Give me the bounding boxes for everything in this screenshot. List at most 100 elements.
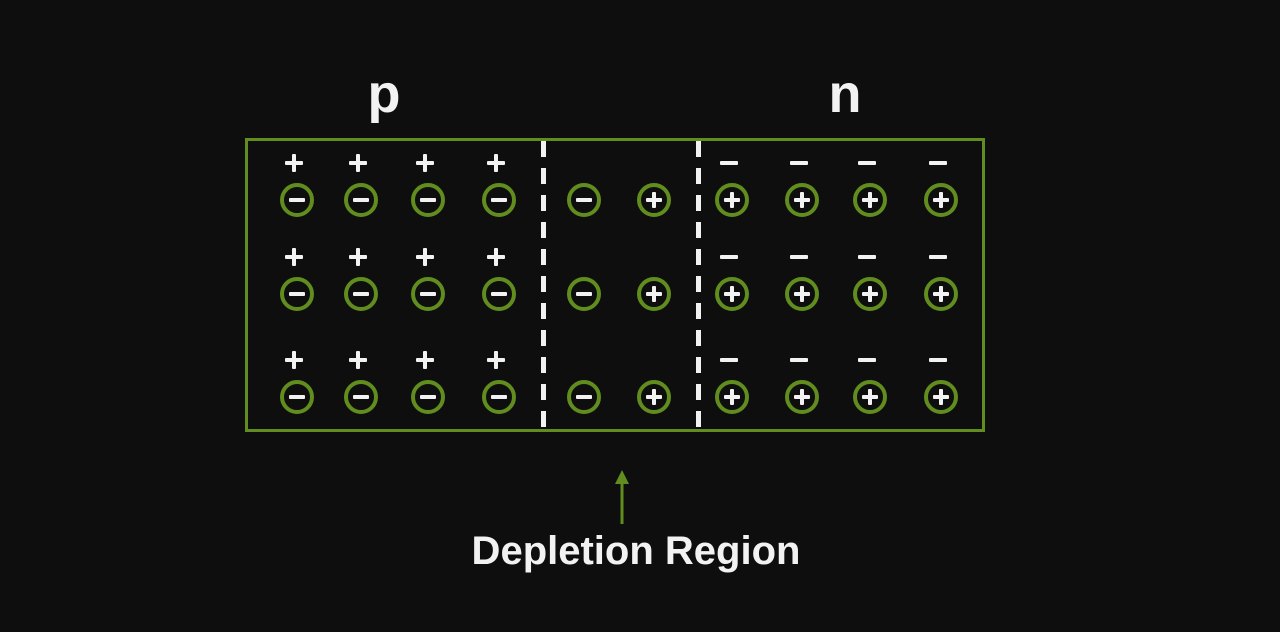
negative-ion-circle — [280, 380, 314, 414]
minus-glyph — [289, 198, 305, 202]
hole-marker — [284, 247, 304, 267]
minus-glyph — [420, 395, 436, 399]
plus-glyph — [939, 389, 943, 405]
plus-glyph — [868, 389, 872, 405]
negative-ion-circle — [344, 277, 378, 311]
positive-ion-circle — [715, 380, 749, 414]
negative-ion-circle — [411, 380, 445, 414]
plus-glyph — [730, 389, 734, 405]
minus-glyph — [420, 292, 436, 296]
plus-glyph — [292, 248, 296, 266]
positive-ion-circle — [924, 183, 958, 217]
minus-glyph — [790, 358, 808, 362]
electron-marker — [789, 350, 809, 370]
plus-glyph — [652, 286, 656, 302]
depletion-boundary-right-dashed-line — [696, 141, 701, 429]
minus-glyph — [576, 292, 592, 296]
minus-glyph — [353, 292, 369, 296]
minus-glyph — [858, 161, 876, 165]
plus-glyph — [868, 192, 872, 208]
electron-marker — [719, 153, 739, 173]
plus-glyph — [652, 389, 656, 405]
minus-glyph — [491, 198, 507, 202]
minus-glyph — [858, 255, 876, 259]
uncovered-positive-ion-circle — [637, 380, 671, 414]
minus-glyph — [576, 395, 592, 399]
electron-marker — [719, 247, 739, 267]
hole-marker — [348, 247, 368, 267]
hole-marker — [486, 153, 506, 173]
electron-marker — [719, 350, 739, 370]
minus-glyph — [420, 198, 436, 202]
depletion-region-caption: Depletion Region — [471, 529, 801, 573]
n-region-label: n — [828, 64, 862, 124]
electron-marker — [928, 350, 948, 370]
hole-marker — [348, 153, 368, 173]
minus-glyph — [790, 255, 808, 259]
minus-glyph — [353, 198, 369, 202]
negative-ion-circle — [411, 277, 445, 311]
plus-glyph — [356, 248, 360, 266]
electron-marker — [857, 350, 877, 370]
negative-ion-circle — [344, 380, 378, 414]
electron-marker — [928, 153, 948, 173]
positive-ion-circle — [785, 380, 819, 414]
hole-marker — [284, 153, 304, 173]
depletion-arrow-shaft — [620, 482, 624, 524]
hole-marker — [415, 247, 435, 267]
negative-ion-circle — [344, 183, 378, 217]
minus-glyph — [720, 161, 738, 165]
plus-glyph — [868, 286, 872, 302]
hole-marker — [486, 247, 506, 267]
plus-glyph — [494, 248, 498, 266]
electron-marker — [928, 247, 948, 267]
minus-glyph — [353, 395, 369, 399]
plus-glyph — [494, 154, 498, 172]
depletion-arrow-head-icon — [615, 470, 629, 484]
negative-ion-circle — [482, 277, 516, 311]
plus-glyph — [730, 192, 734, 208]
plus-glyph — [423, 248, 427, 266]
depletion-boundary-left-dashed-line — [541, 141, 546, 429]
minus-glyph — [576, 198, 592, 202]
hole-marker — [415, 153, 435, 173]
plus-glyph — [423, 351, 427, 369]
plus-glyph — [939, 286, 943, 302]
p-region-label: p — [367, 64, 401, 124]
uncovered-positive-ion-circle — [637, 183, 671, 217]
positive-ion-circle — [715, 277, 749, 311]
electron-marker — [857, 247, 877, 267]
plus-glyph — [652, 192, 656, 208]
uncovered-positive-ion-circle — [637, 277, 671, 311]
minus-glyph — [929, 358, 947, 362]
junction-box — [245, 138, 985, 432]
uncovered-negative-ion-circle — [567, 183, 601, 217]
negative-ion-circle — [411, 183, 445, 217]
negative-ion-circle — [482, 380, 516, 414]
minus-glyph — [929, 161, 947, 165]
plus-glyph — [800, 192, 804, 208]
plus-glyph — [494, 351, 498, 369]
electron-marker — [857, 153, 877, 173]
minus-glyph — [858, 358, 876, 362]
minus-glyph — [790, 161, 808, 165]
electron-marker — [789, 247, 809, 267]
uncovered-negative-ion-circle — [567, 380, 601, 414]
positive-ion-circle — [924, 380, 958, 414]
positive-ion-circle — [924, 277, 958, 311]
hole-marker — [415, 350, 435, 370]
minus-glyph — [491, 395, 507, 399]
positive-ion-circle — [785, 183, 819, 217]
positive-ion-circle — [853, 183, 887, 217]
minus-glyph — [289, 292, 305, 296]
plus-glyph — [292, 154, 296, 172]
uncovered-negative-ion-circle — [567, 277, 601, 311]
plus-glyph — [356, 351, 360, 369]
positive-ion-circle — [785, 277, 819, 311]
hole-marker — [284, 350, 304, 370]
plus-glyph — [292, 351, 296, 369]
hole-marker — [486, 350, 506, 370]
positive-ion-circle — [853, 380, 887, 414]
plus-glyph — [939, 192, 943, 208]
